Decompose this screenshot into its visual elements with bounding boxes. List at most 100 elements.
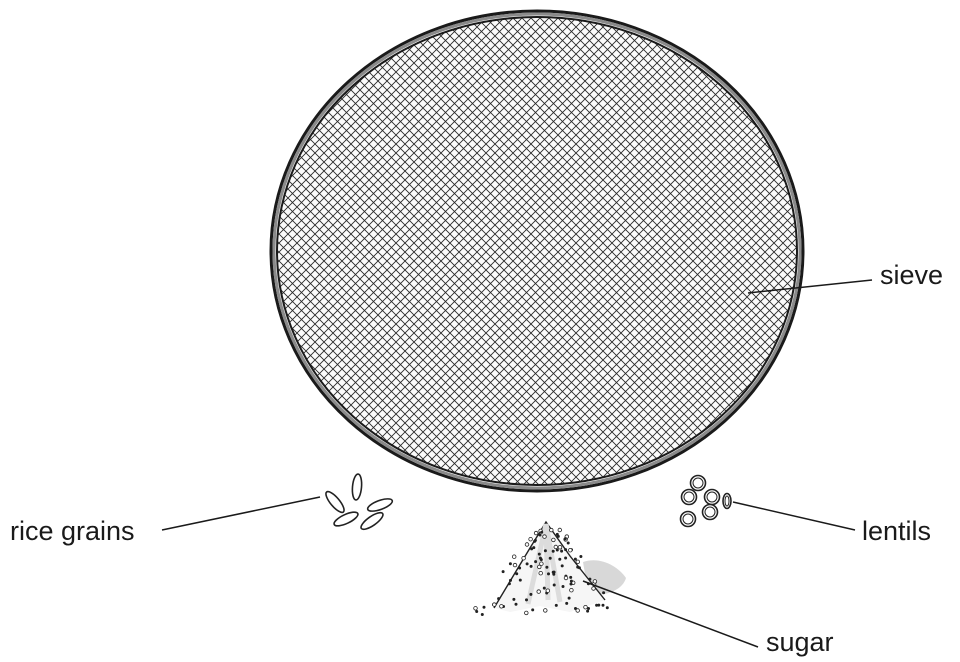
sieve-icon (270, 10, 810, 500)
sugar-grain (574, 558, 576, 560)
sugar-leader-line (583, 581, 758, 647)
sugar-grain (570, 576, 572, 578)
lentil-icon (691, 476, 706, 491)
rice-grain-icon (366, 496, 394, 513)
sugar-grain (519, 567, 521, 569)
sugar-grain (549, 557, 551, 559)
label-sugar: sugar (766, 627, 834, 657)
sugar-grain (508, 583, 510, 585)
sugar-grain (525, 611, 529, 615)
sugar-grain (593, 580, 597, 584)
rice-leader-line (162, 497, 320, 530)
label-lentils: lentils (862, 516, 931, 546)
rice-grain-icon (351, 474, 362, 501)
sugar-grain (534, 531, 538, 535)
sugar-grain (538, 565, 542, 569)
sugar-grain (500, 605, 504, 609)
sugar-grain (483, 606, 485, 608)
sugar-grain (596, 604, 598, 606)
sugar-grain (561, 550, 563, 552)
sugar-grain (509, 563, 511, 565)
sugar-grain (565, 549, 567, 551)
sugar-grain (589, 578, 591, 580)
sugar-grain (540, 559, 542, 561)
lentil-icon (703, 505, 718, 520)
rice-grains-icon (323, 474, 394, 532)
sugar-grain (576, 609, 580, 613)
sugar-grain (515, 603, 517, 605)
rice-grain-icon (323, 489, 347, 515)
sugar-grain (543, 535, 547, 539)
sugar-grain (533, 547, 535, 549)
lentils-icon (681, 476, 732, 527)
sugar-grain (530, 565, 532, 567)
sugar-grain (513, 563, 517, 567)
sugar-grain (529, 537, 533, 541)
sugar-grain (553, 584, 555, 586)
sugar-grain (509, 579, 511, 581)
sugar-grain (525, 543, 529, 547)
sugar-grain (530, 593, 532, 595)
lentil-icon (723, 494, 731, 509)
sugar-grain (561, 565, 563, 567)
sugar-grain (580, 555, 582, 557)
sugar-grain (546, 589, 550, 593)
sugar-grain (544, 609, 548, 613)
sugar-grain (526, 563, 528, 565)
sugar-grain (592, 587, 596, 591)
sugar-grain (474, 607, 478, 611)
sugar-grain (565, 557, 567, 559)
sugar-grain (498, 598, 500, 600)
sugar-grain (562, 585, 564, 587)
sugar-grain (559, 558, 561, 560)
sugar-grain (576, 560, 580, 564)
sugar-grain (537, 590, 541, 594)
sugar-grain (556, 549, 558, 551)
sugar-grain (513, 598, 515, 600)
sugar-grain (564, 576, 568, 580)
sugar-grain (535, 561, 537, 563)
sugar-grain (502, 571, 504, 573)
sugar-grain (531, 548, 533, 550)
sugar-grain (603, 592, 605, 594)
sugar-grain (532, 609, 534, 611)
sugar-grain (569, 548, 573, 552)
label-sieve: sieve (880, 260, 943, 290)
sugar-grain (587, 610, 589, 612)
sugar-grain (546, 566, 548, 568)
sugar-grain (564, 538, 566, 540)
lentil-icon (681, 512, 696, 527)
sugar-grain (552, 538, 556, 542)
sugar-grain (570, 583, 572, 585)
sugar-grain (587, 607, 589, 609)
sugar-grain (558, 528, 562, 532)
sugar-grain (544, 550, 546, 552)
rice-grain-icon (332, 509, 359, 528)
sugar-grain (538, 553, 540, 555)
sugar-grain (539, 571, 543, 575)
sugar-grain (557, 535, 559, 537)
label-rice-grains: rice grains (10, 516, 135, 546)
sugar-grain (493, 603, 497, 607)
sugar-grain (522, 556, 526, 560)
sugar-grain (516, 573, 518, 575)
sugar-grain (547, 573, 549, 575)
sugar-grain (553, 571, 555, 573)
rice-grain-icon (359, 510, 385, 532)
sugar-grain (568, 597, 570, 599)
lentils-leader-line (733, 502, 855, 530)
sugar-grain (481, 613, 483, 615)
sugar-grain (552, 550, 554, 552)
sugar-grain (519, 579, 521, 581)
sugar-grain (567, 542, 569, 544)
sugar-pile-icon (474, 522, 626, 616)
sugar-grain (570, 588, 574, 592)
sugar-grain (558, 545, 562, 549)
sugar-grain (555, 604, 557, 606)
sugar-grain (534, 539, 536, 541)
sugar-grain (539, 534, 541, 536)
sugar-grain (512, 555, 516, 559)
sugar-grain (550, 528, 554, 532)
sugar-grain (541, 531, 543, 533)
